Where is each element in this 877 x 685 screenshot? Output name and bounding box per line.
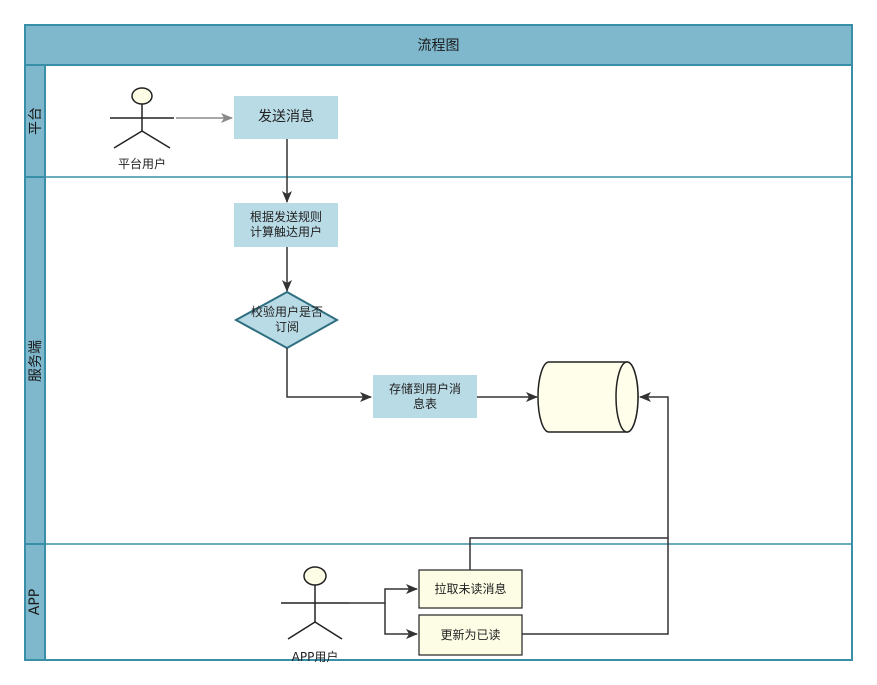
connector-mark-read-to-database — [522, 538, 669, 635]
lane-label-app-text: APP — [27, 588, 43, 616]
store-line2: 息表 — [412, 396, 437, 411]
diagram-frame — [24, 24, 853, 661]
send-message-label: 发送消息 — [258, 109, 314, 125]
process-store-message — [373, 375, 477, 418]
lane-label-platform-text: 平台 — [28, 107, 44, 135]
compute-users-line1: 根据发送规则 — [249, 210, 322, 224]
app-user-actor — [281, 566, 349, 640]
store-line1: 存储到用户消 — [388, 381, 461, 396]
lane-label-app: APP — [25, 544, 45, 660]
mark-read-label: 更新为已读 — [440, 627, 501, 642]
arrow-app-user-to-pull — [349, 584, 418, 604]
verify-line2: 订阅 — [274, 320, 299, 334]
lane-header-app — [24, 543, 46, 661]
app-user-label: APP用户 — [291, 649, 339, 664]
process-compute-users — [234, 203, 338, 247]
arrow-app-user-to-mark-read — [384, 603, 418, 639]
compute-users-line2: 计算触达用户 — [249, 225, 322, 239]
header-bar — [24, 24, 853, 66]
database-cylinder — [537, 361, 639, 433]
arrow-verify-to-store — [286, 348, 372, 402]
process-pull-unread — [418, 569, 523, 609]
lane-label-server-text: 服务端 — [28, 339, 44, 382]
platform-user-label: 平台用户 — [117, 156, 166, 171]
platform-user-actor — [110, 87, 174, 149]
lane-label-platform: 平台 — [25, 65, 45, 177]
compute-users-label: 根据发送规则 计算触达用户 — [234, 203, 338, 247]
verify-subscription-label: 校验用户是否 订阅 — [236, 300, 338, 340]
page-title: 流程图 — [417, 38, 460, 54]
process-send-message — [234, 96, 338, 139]
store-message-label: 存储到用户消 息表 — [373, 375, 477, 418]
lane-label-server: 服务端 — [25, 177, 45, 544]
process-mark-read — [418, 614, 523, 656]
pull-unread-label: 拉取未读消息 — [434, 581, 507, 596]
verify-line1: 校验用户是否 — [250, 305, 323, 319]
